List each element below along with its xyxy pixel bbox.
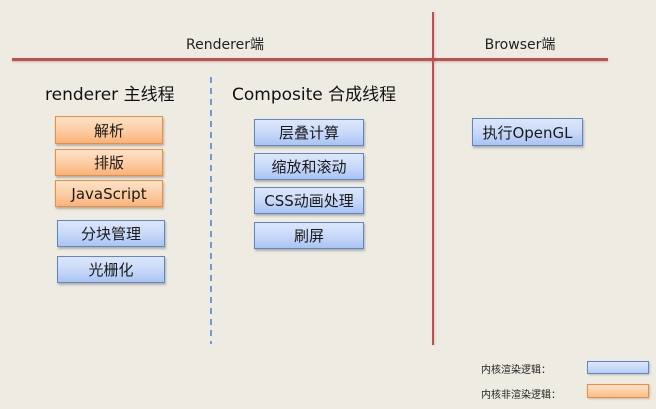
task-box-layout: 排版 [55,149,163,176]
legend-swatch-render [587,361,649,374]
section-title-browser: Browser端 [484,37,556,53]
thread-title-composite: Composite 合成线程 [232,85,397,105]
task-box-parse: 解析 [55,116,163,144]
task-box-opengl: 执行OpenGL [472,118,583,146]
legend-label-render: 内核渲染逻辑： [481,365,551,376]
thread-title-main: renderer 主线程 [45,85,175,105]
section-title-renderer: Renderer端 [186,37,264,53]
legend-label-non-render: 内核非渲染逻辑： [481,390,561,401]
task-box-rasterize: 光栅化 [57,256,165,283]
legend-swatch-non-render [587,384,649,398]
task-box-javascript: JavaScript [55,180,163,207]
task-box-zoom-scroll: 缩放和滚动 [254,153,364,180]
thread-divider-dashed [210,77,212,344]
task-box-tile-management: 分块管理 [57,220,165,247]
section-divider-vertical [432,12,434,345]
section-divider-horizontal [12,58,608,61]
task-box-repaint: 刷屏 [254,222,364,249]
task-box-layer-compute: 层叠计算 [254,119,364,146]
task-box-css-animation: CSS动画处理 [254,187,364,214]
